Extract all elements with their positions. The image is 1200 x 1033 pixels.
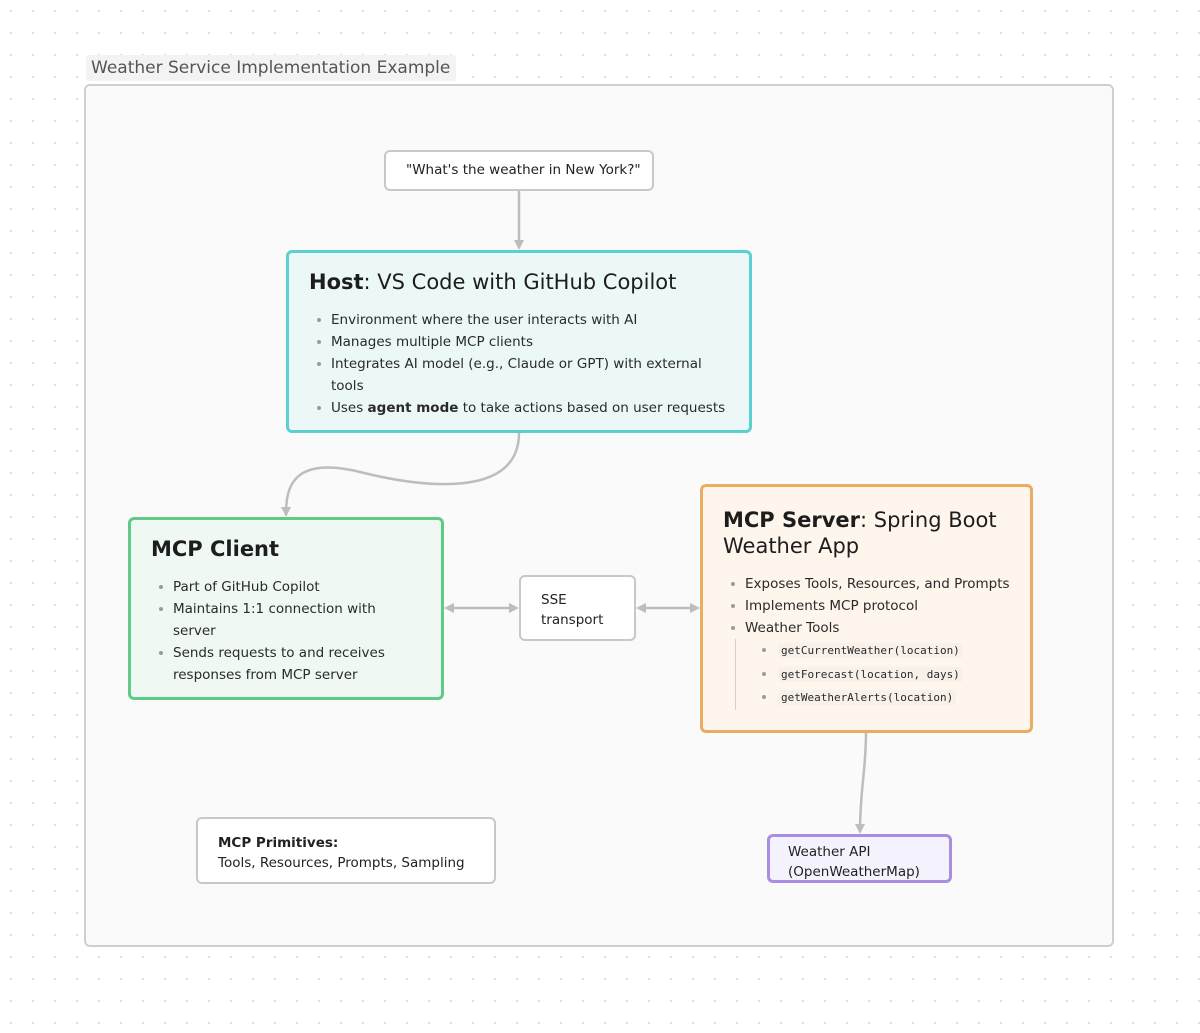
server-title-bold: MCP Server [723,508,861,532]
primitives-label: MCP Primitives: [218,835,339,851]
weather-api-line2: (OpenWeatherMap) [788,864,920,880]
host-bullet-agent-mode: Uses agent mode to take actions based on… [317,397,729,419]
mcp-primitives-node[interactable]: MCP Primitives: Tools, Resources, Prompt… [196,817,496,884]
transport-line1: SSE [541,592,567,608]
tool-item: getCurrentWeather(location) [762,639,1010,663]
client-bullet: Part of GitHub Copilot [159,576,421,598]
client-title: MCP Client [151,536,421,562]
frame-title: Weather Service Implementation Example [86,55,457,81]
agent-mode-prefix: Uses [331,400,368,416]
server-bullet: Implements MCP protocol [731,595,1010,617]
client-bullet: Maintains 1:1 connection with server [159,598,421,642]
agent-mode-bold: agent mode [367,400,459,416]
host-bullet-list: Environment where the user interacts wit… [309,309,729,419]
transport-line2: transport [541,612,604,628]
host-title-bold: Host [309,270,364,294]
server-bullet-list: Exposes Tools, Resources, and Prompts Im… [723,573,1010,710]
user-query-node[interactable]: "What's the weather in New York?" [384,150,654,191]
tool-get-forecast: getForecast(location, days) [778,666,963,682]
host-bullet: Integrates AI model (e.g., Claude or GPT… [317,353,729,397]
tool-get-weather-alerts: getWeatherAlerts(location) [778,690,957,705]
weather-tools-label: Weather Tools [745,620,840,636]
tool-item: getForecast(location, days) [762,663,1010,687]
host-bullet: Environment where the user interacts wit… [317,309,729,331]
client-bullet: Sends requests to and receives responses… [159,642,421,686]
host-title-rest: : VS Code with GitHub Copilot [363,270,677,294]
host-node[interactable]: Host: VS Code with GitHub Copilot Enviro… [286,250,752,433]
server-bullet: Exposes Tools, Resources, and Prompts [731,573,1010,595]
user-query-text: "What's the weather in New York?" [406,162,641,178]
mcp-server-node[interactable]: MCP Server: Spring Boot Weather App Expo… [700,484,1033,733]
weather-tools-list: getCurrentWeather(location) getForecast(… [735,639,1010,710]
weather-api-node[interactable]: Weather API (OpenWeatherMap) [767,834,952,883]
agent-mode-suffix: to take actions based on user requests [458,400,726,416]
client-bullet-list: Part of GitHub Copilot Maintains 1:1 con… [151,576,421,686]
sse-transport-node[interactable]: SSE transport [519,575,636,641]
tool-get-current-weather: getCurrentWeather(location) [778,643,963,658]
weather-api-line1: Weather API [788,844,871,860]
client-title-bold: MCP Client [151,537,280,561]
server-bullet-weather-tools: Weather Tools getCurrentWeather(location… [731,617,1010,710]
host-bullet: Manages multiple MCP clients [317,331,729,353]
host-title: Host: VS Code with GitHub Copilot [309,269,729,295]
mcp-client-node[interactable]: MCP Client Part of GitHub Copilot Mainta… [128,517,444,700]
server-title: MCP Server: Spring Boot Weather App [723,507,1010,559]
tool-item: getWeatherAlerts(location) [762,686,1010,710]
server-title-rest: : Spring Boot Weather App [723,508,997,558]
primitives-items: Tools, Resources, Prompts, Sampling [218,855,465,871]
